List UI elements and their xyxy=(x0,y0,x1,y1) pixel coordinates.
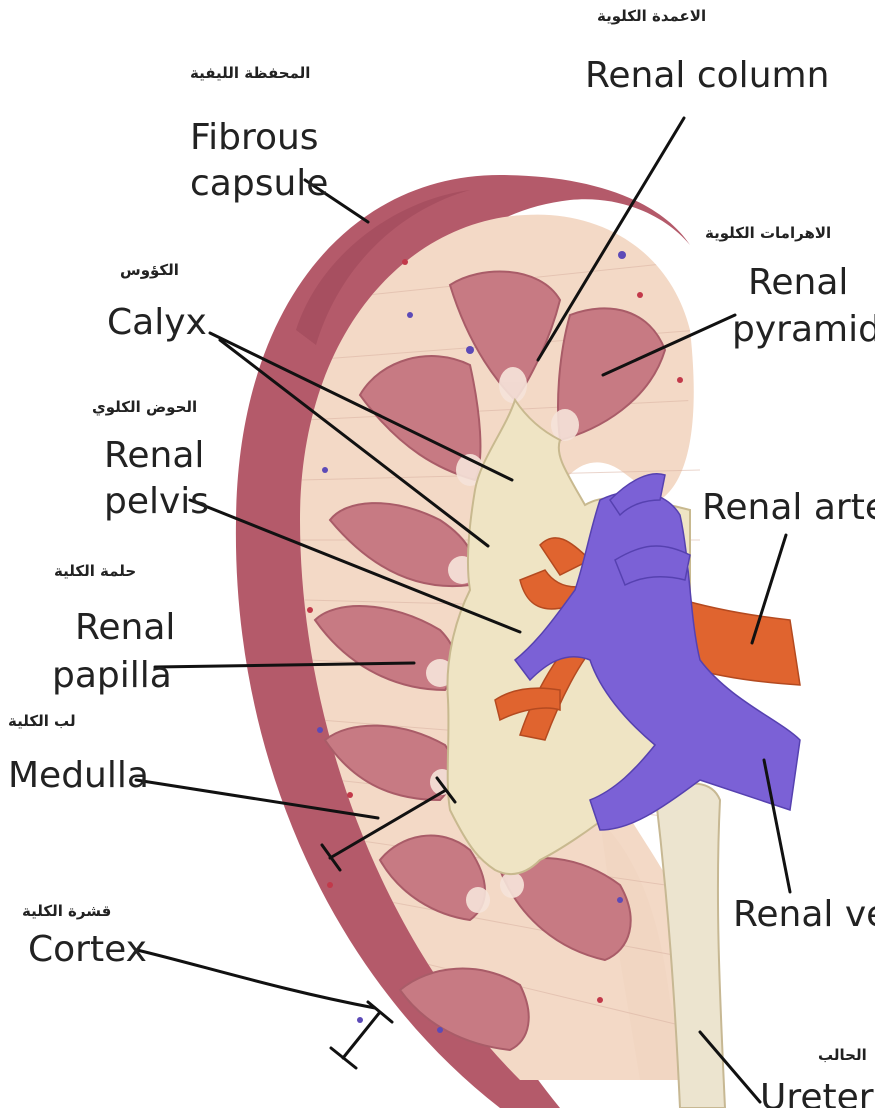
calyx-label: Calyx xyxy=(107,305,207,341)
ureter-label-ar: الحالب xyxy=(818,1048,867,1063)
medulla-label-ar: لب الكلية xyxy=(8,714,76,729)
renal-vein-label: Renal vein xyxy=(733,897,875,933)
renal-pyramid-label-line1: Renal xyxy=(748,265,848,301)
ureter-label: Ureter xyxy=(760,1080,875,1108)
fibrous-capsule-label-line1: Fibrous xyxy=(190,120,319,156)
fibrous-capsule-label-line2: capsule xyxy=(190,166,328,202)
fibrous-capsule-label-ar: المحفظة الليفية xyxy=(190,66,310,81)
renal-papilla-label-ar: حلمة الكلية xyxy=(54,564,136,579)
leader-cortex xyxy=(137,950,375,1008)
renal-column-label: Renal column xyxy=(585,58,829,94)
renal-papilla-label-line2: papilla xyxy=(52,658,172,694)
calyx-label-ar: الكؤوس xyxy=(120,263,179,278)
renal-pyramid-label-line2: pyramid xyxy=(732,312,875,348)
renal-artery-label: Renal artery xyxy=(702,490,875,526)
renal-pelvis-label-line1: Renal xyxy=(104,438,204,474)
renal-pelvis-label-ar: الحوض الكلوي xyxy=(92,400,197,415)
renal-pelvis-label-line2: pelvis xyxy=(104,484,209,520)
renal-pyramid-label-ar: الاهرامات الكلوية xyxy=(705,226,831,241)
renal-papilla-label-line1: Renal xyxy=(75,610,175,646)
cortex-label-ar: قشرة الكلية xyxy=(22,904,111,919)
medulla-label: Medulla xyxy=(8,758,149,794)
cortex-label: Cortex xyxy=(28,932,147,968)
cortex-bracket xyxy=(331,1002,392,1068)
renal-column-label-ar: الاعمدة الكلوية xyxy=(597,9,706,24)
pyramid-lowest xyxy=(400,969,529,1050)
